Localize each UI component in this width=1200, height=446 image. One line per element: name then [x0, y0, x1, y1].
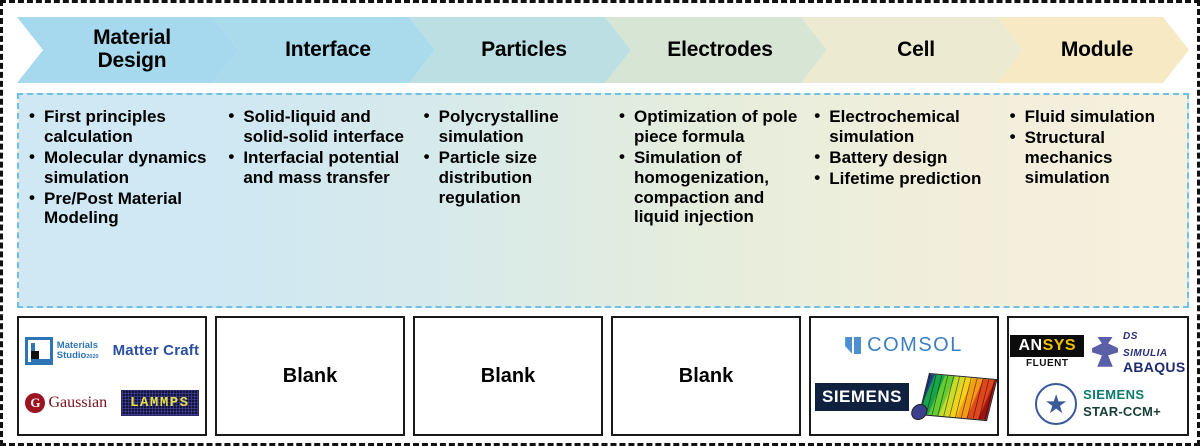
star-ccm-text: SIEMENS STAR-CCM+ — [1083, 387, 1161, 421]
star-ccm-label: STAR-CCM+ — [1083, 403, 1161, 419]
materials-studio-logo: Materials Studio2020 — [24, 336, 99, 365]
abaqus-label: ABAQUS — [1122, 358, 1186, 375]
software-logo-row: Materials Studio2020 Matter Craft G Gaus… — [17, 316, 1189, 436]
battery-module-thermal-image — [918, 373, 998, 422]
capability-list: Polycrystalline simulation Particle size… — [424, 106, 603, 208]
capability-item: Electrochemical simulation — [814, 106, 993, 147]
capability-item: Fluid simulation — [1010, 106, 1181, 127]
capability-list: Solid-liquid and solid-solid interface I… — [228, 106, 407, 188]
simulia-label: DS SIMULIA — [1122, 331, 1168, 359]
capability-item: Pre/Post Material Modeling — [29, 188, 212, 229]
stage-label: Material Design — [93, 26, 171, 72]
materials-studio-line2: Studio — [56, 349, 87, 361]
capabilities-column-electrodes: Optimization of pole piece formula Simul… — [609, 95, 804, 306]
capability-item: First principles calculation — [29, 106, 212, 147]
materials-studio-icon — [24, 336, 53, 365]
capability-item: Lifetime prediction — [814, 168, 993, 189]
capabilities-column-interface: Solid-liquid and solid-solid interface I… — [218, 95, 413, 306]
capability-item: Particle size distribution regulation — [424, 147, 603, 208]
star-icon: ★ — [1035, 382, 1078, 425]
logo-line-bottom: ★ SIEMENS STAR-CCM+ — [1013, 382, 1183, 425]
logo-line-top: ANSYS FLUENT DS SIMULIA ABAQUS — [1010, 327, 1185, 376]
capability-item: Solid-liquid and solid-solid interface — [228, 106, 407, 147]
capability-item: Simulation of homogenization, compaction… — [619, 147, 798, 228]
software-box-particles[interactable]: Blank — [413, 316, 603, 436]
ansys-sublabel: FLUENT — [1026, 357, 1069, 369]
star-ccm-logo: ★ SIEMENS STAR-CCM+ — [1035, 382, 1161, 425]
capability-list: First principles calculation Molecular d… — [29, 106, 212, 229]
logo-line-bottom: G Gaussian LAMMPS — [23, 389, 201, 416]
blank-label: Blank — [678, 364, 734, 387]
gaussian-text: Gaussian — [48, 393, 108, 411]
materials-studio-year: 2020 — [86, 353, 99, 360]
capability-list: Electrochemical simulation Battery desig… — [814, 106, 993, 189]
comsol-text: COMSOL — [867, 333, 963, 356]
ansys-badge: ANSYS — [1010, 334, 1085, 357]
ansys-part1: AN — [1018, 336, 1043, 354]
simulia-icon — [1092, 336, 1118, 367]
capabilities-column-particles: Polycrystalline simulation Particle size… — [414, 95, 609, 306]
logo-line-top: Materials Studio2020 Matter Craft — [23, 336, 201, 365]
gaussian-icon: G — [25, 392, 46, 413]
capabilities-column-material-design: First principles calculation Molecular d… — [19, 95, 218, 306]
siemens-label: SIEMENS — [1083, 386, 1145, 402]
abaqus-text: DS SIMULIA ABAQUS — [1123, 327, 1186, 376]
stage-chevron-row: Material Design Interface Particles Elec… — [17, 17, 1189, 83]
capability-list: Optimization of pole piece formula Simul… — [619, 106, 798, 228]
ansys-fluent-logo: ANSYS FLUENT — [1010, 334, 1085, 369]
stage-label: Particles — [481, 37, 567, 61]
software-box-material-design[interactable]: Materials Studio2020 Matter Craft G Gaus… — [17, 316, 207, 436]
blank-label: Blank — [480, 364, 536, 387]
stage-chevron-module[interactable]: Module — [997, 17, 1189, 83]
software-box-cell[interactable]: COMSOL SIEMENS — [809, 316, 999, 436]
stage-chevron-electrodes[interactable]: Electrodes — [605, 17, 827, 83]
stage-chevron-cell[interactable]: Cell — [801, 17, 1023, 83]
gaussian-logo: G Gaussian — [25, 392, 108, 413]
logo-grid: COMSOL SIEMENS — [811, 318, 998, 434]
stage-chevron-particles[interactable]: Particles — [409, 17, 631, 83]
capability-list: Fluid simulation Structural mechanics si… — [1010, 106, 1181, 188]
stage-label: Interface — [285, 37, 371, 61]
capability-item: Structural mechanics simulation — [1010, 127, 1181, 188]
logo-grid: Materials Studio2020 Matter Craft G Gaus… — [19, 318, 205, 434]
siemens-logo: SIEMENS — [815, 383, 910, 412]
stage-chevron-material-design[interactable]: Material Design — [17, 17, 239, 83]
comsol-logo: COMSOL — [845, 334, 963, 357]
stage-chevron-interface[interactable]: Interface — [213, 17, 435, 83]
logo-line-bottom: SIEMENS — [815, 373, 998, 422]
matter-craft-logo: Matter Craft — [112, 342, 200, 359]
capabilities-column-cell: Electrochemical simulation Battery desig… — [804, 95, 999, 306]
materials-studio-text: Materials Studio2020 — [56, 339, 99, 361]
stage-label: Module — [1060, 37, 1134, 61]
ansys-part2: SYS — [1042, 336, 1077, 354]
logo-line-top: COMSOL — [815, 334, 993, 357]
materials-studio-line1: Materials — [56, 339, 98, 351]
software-box-electrodes[interactable]: Blank — [611, 316, 801, 436]
capability-item: Interfacial potential and mass transfer — [228, 147, 407, 188]
lammps-logo: LAMMPS — [121, 389, 199, 416]
blank-label: Blank — [282, 364, 338, 387]
capability-item: Molecular dynamics simulation — [29, 147, 212, 188]
capability-item: Polycrystalline simulation — [424, 106, 603, 147]
capability-item: Optimization of pole piece formula — [619, 106, 798, 147]
comsol-icon — [845, 336, 862, 354]
software-box-module[interactable]: ANSYS FLUENT DS SIMULIA ABAQUS ★ — [1007, 316, 1189, 436]
logo-grid: ANSYS FLUENT DS SIMULIA ABAQUS ★ — [1009, 318, 1187, 434]
capabilities-column-module: Fluid simulation Structural mechanics si… — [1000, 95, 1187, 306]
stage-label: Cell — [897, 37, 935, 61]
capability-item: Battery design — [814, 147, 993, 168]
stage-label: Electrodes — [667, 37, 773, 61]
stage-capabilities-band: First principles calculation Molecular d… — [17, 93, 1189, 308]
abaqus-logo: DS SIMULIA ABAQUS — [1092, 327, 1185, 376]
software-box-interface[interactable]: Blank — [215, 316, 405, 436]
